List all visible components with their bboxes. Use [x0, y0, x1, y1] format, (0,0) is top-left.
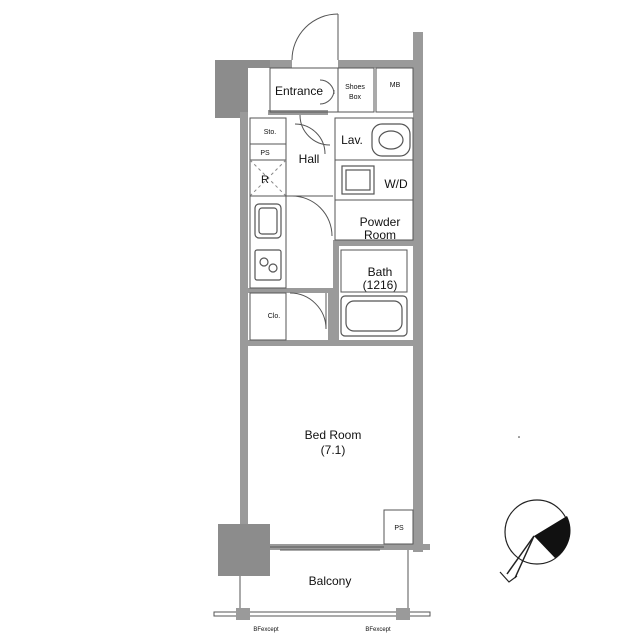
lav-basin [371, 123, 411, 157]
shoes-box-label-2: Box [349, 94, 362, 101]
wall-kitchen-bottom [248, 288, 330, 293]
closet-door-swing [289, 292, 327, 330]
wall-bath-left [333, 240, 339, 346]
closet-outline [249, 292, 287, 341]
balcony-post-right [396, 608, 410, 620]
washer [341, 165, 375, 195]
except-right-label: BFexcept [365, 627, 391, 633]
lav-bowl [378, 130, 404, 150]
bath-wash-area [340, 249, 408, 293]
hall-label: Hall [299, 152, 320, 166]
mb-label: MB [390, 82, 401, 89]
washer-inner [345, 169, 371, 191]
balcony-label: Balcony [309, 574, 352, 588]
bath-label-1: Bath [368, 265, 393, 279]
fridge-diag-2 [249, 159, 287, 197]
mb-outline [375, 67, 414, 113]
column-bottom-left [218, 524, 270, 576]
lav-label: Lav. [341, 133, 363, 147]
wall-left [240, 112, 248, 524]
wall-corner-entrance [215, 60, 285, 118]
shoes-box-label-1: Shoes [345, 84, 365, 91]
balcony-rail [213, 611, 431, 617]
except-left-label: BFexcept [253, 627, 279, 633]
wall-top-left [270, 60, 292, 68]
wall-bath-top [333, 240, 415, 246]
wall-right [413, 32, 423, 552]
shoes-door-swing-2 [319, 89, 335, 105]
wall-bedroom-top [248, 340, 332, 346]
fridge-label: R [261, 174, 269, 186]
bath-label-2: (1216) [363, 278, 398, 292]
burner-1 [259, 257, 269, 267]
wall-top-right [338, 60, 414, 68]
hall-door-swing [291, 195, 333, 237]
wd-label: W/D [384, 177, 408, 191]
wall-closet-right [328, 288, 333, 346]
ps-bottom-label: PS [394, 525, 404, 532]
bathtub-inner [345, 300, 403, 332]
powder-label-2: Room [364, 228, 396, 242]
kitchen-sink-basin [258, 207, 278, 235]
ps-bottom-outline [383, 509, 414, 545]
burner-2 [268, 263, 278, 273]
kitchen-counter [249, 195, 287, 289]
bedroom-label-2: (7.1) [321, 443, 346, 457]
ps-top-label: PS [260, 150, 270, 157]
balcony-post-left [236, 608, 250, 620]
north-arrow-icon [499, 499, 571, 583]
wall-bath-bottom [333, 340, 415, 346]
entrance-label: Entrance [275, 84, 323, 98]
stray-dot [518, 436, 520, 438]
front-door-swing[interactable] [291, 13, 339, 61]
powder-label-1: Powder [360, 215, 401, 229]
kitchen-sink [254, 203, 282, 239]
entrance-step-swing [299, 114, 331, 146]
sto-label: Sto. [264, 129, 277, 136]
stove [254, 249, 282, 281]
bathtub [340, 295, 408, 337]
bedroom-label-1: Bed Room [305, 428, 362, 442]
shoes-box-outline [337, 67, 375, 113]
clo-label: Clo. [268, 313, 281, 320]
hall-door-swing-2 [294, 123, 326, 155]
